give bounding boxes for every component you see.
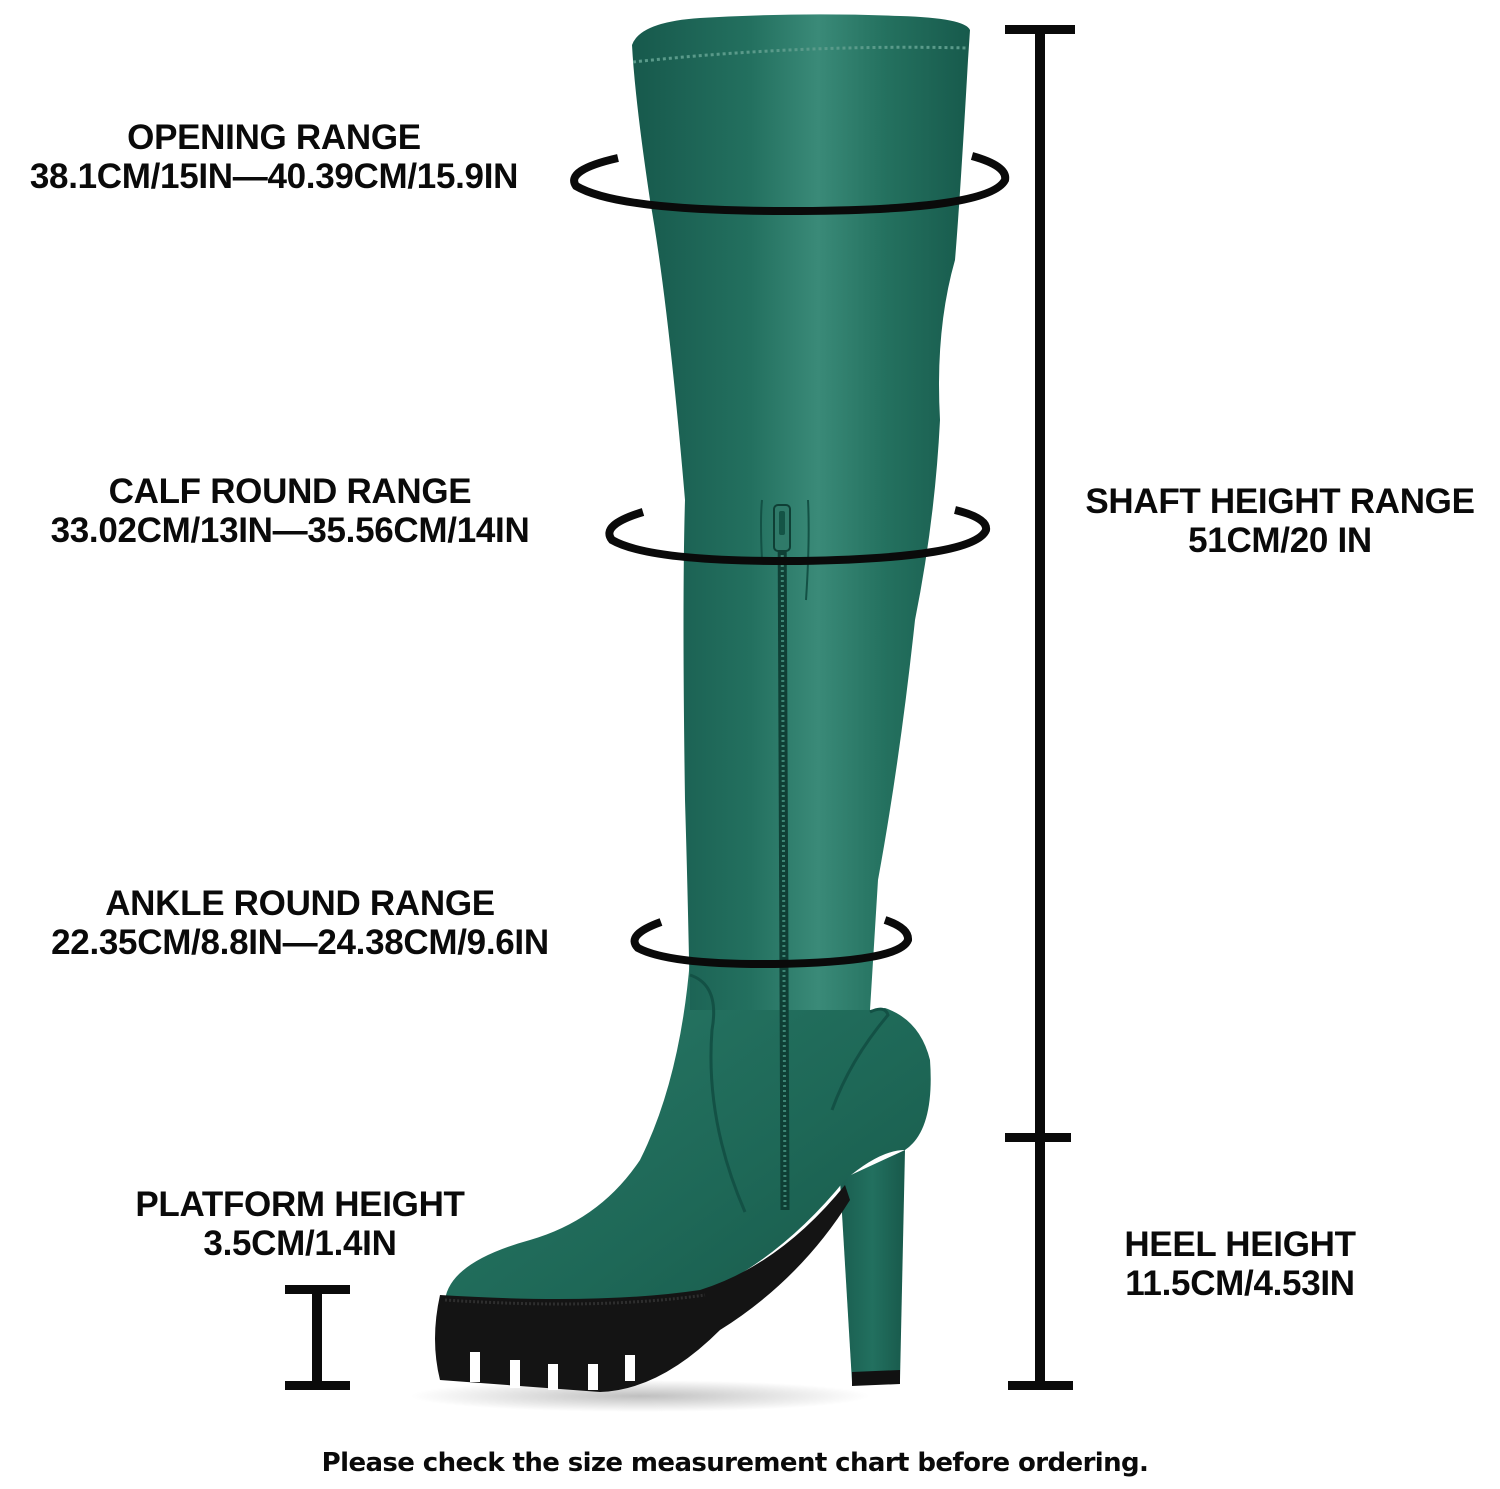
size-chart-note: Please check the size measurement chart … [321,1448,1149,1478]
opening-range-title: OPENING RANGE [127,118,421,157]
calf-ring-icon [605,506,991,566]
platform-height-label: PLATFORM HEIGHT 3.5CM/1.4IN [100,1185,500,1263]
opening-ring-icon [570,152,1010,216]
heel-height-bar-icon [1008,1140,1073,1390]
calf-round-range-label: CALF ROUND RANGE 33.02CM/13IN—35.56CM/14… [0,472,580,550]
ankle-round-range-value: 22.35CM/8.8IN—24.38CM/9.6IN [51,923,549,963]
platform-height-value: 3.5CM/1.4IN [203,1224,397,1264]
boot-foot [445,960,931,1312]
ankle-ring-icon [630,916,912,969]
shaft-height-range-value: 51CM/20 IN [1188,521,1372,561]
boot-shaft [632,14,970,1010]
heel-height-title: HEEL HEIGHT [1124,1225,1356,1264]
platform-sole [435,1185,850,1392]
ground-shadow [410,1380,870,1412]
calf-round-range-value: 33.02CM/13IN—35.56CM/14IN [50,511,530,551]
shaft-height-range-title: SHAFT HEIGHT RANGE [1085,482,1475,521]
shaft-height-bar-icon [1005,25,1075,1142]
shaft-height-range-label: SHAFT HEIGHT RANGE 51CM/20 IN [1060,482,1500,560]
top-stitching [632,45,969,64]
heel-height-label: HEEL HEIGHT 11.5CM/4.53IN [1080,1225,1400,1303]
sole-lugs [470,1352,635,1390]
calf-round-range-title: CALF ROUND RANGE [108,472,472,511]
platform-height-bar-icon [285,1285,350,1390]
opening-range-value: 38.1CM/15IN—40.39CM/15.9IN [29,157,519,197]
ankle-round-range-title: ANKLE ROUND RANGE [105,884,495,923]
zipper-icon [760,499,810,1211]
heel-height-value: 11.5CM/4.53IN [1125,1264,1355,1304]
ankle-round-range-label: ANKLE ROUND RANGE 22.35CM/8.8IN—24.38CM/… [0,884,600,962]
heel-block-icon [840,1150,905,1386]
platform-height-title: PLATFORM HEIGHT [135,1185,465,1224]
opening-range-label: OPENING RANGE 38.1CM/15IN—40.39CM/15.9IN [0,118,548,196]
